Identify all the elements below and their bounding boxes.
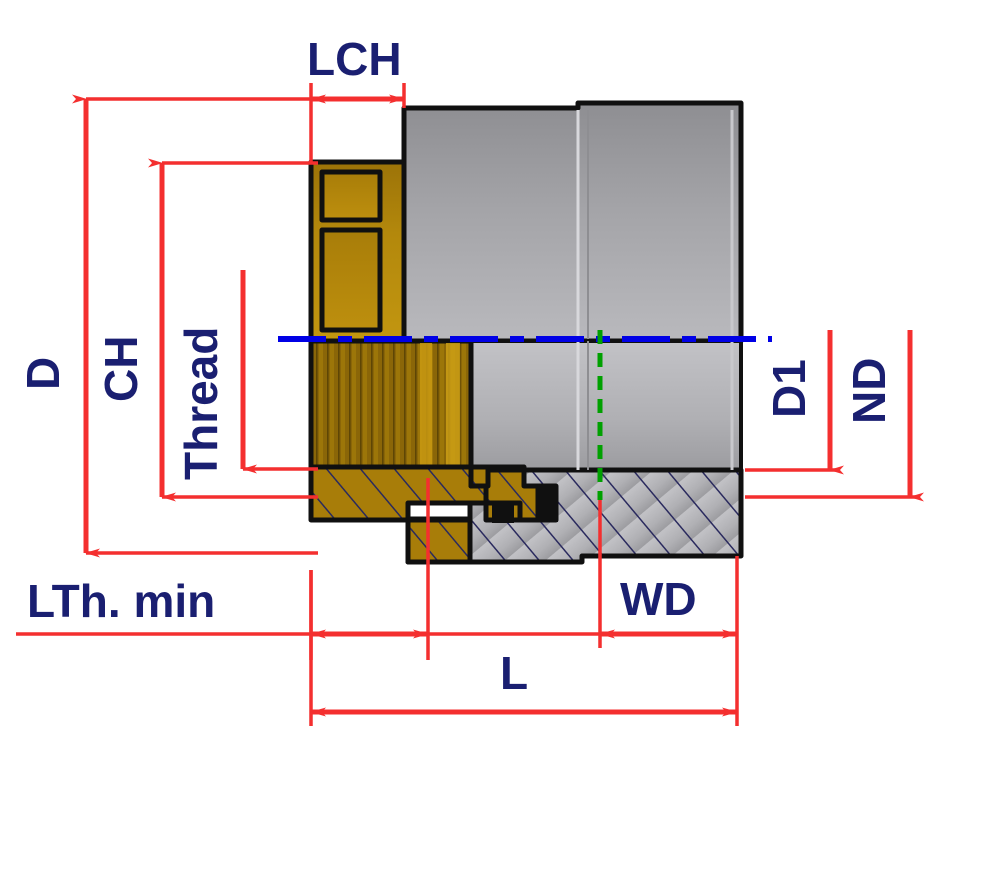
label-d: D: [17, 356, 69, 390]
label-lch: LCH: [307, 33, 402, 85]
label-wd: WD: [620, 573, 697, 625]
label-l: L: [500, 647, 529, 699]
label-thread: Thread: [175, 326, 227, 480]
steel-body-upper: [401, 100, 744, 344]
label-nd: ND: [843, 357, 895, 424]
label-d1: D1: [763, 359, 815, 418]
brass-nut-upper: [308, 159, 407, 344]
part-geometry: [278, 100, 772, 565]
interlock-detail: [470, 467, 559, 523]
label-ch: CH: [95, 335, 147, 402]
label-lth-min: LTh. min: [27, 575, 216, 627]
dimension-lines: [16, 83, 924, 726]
